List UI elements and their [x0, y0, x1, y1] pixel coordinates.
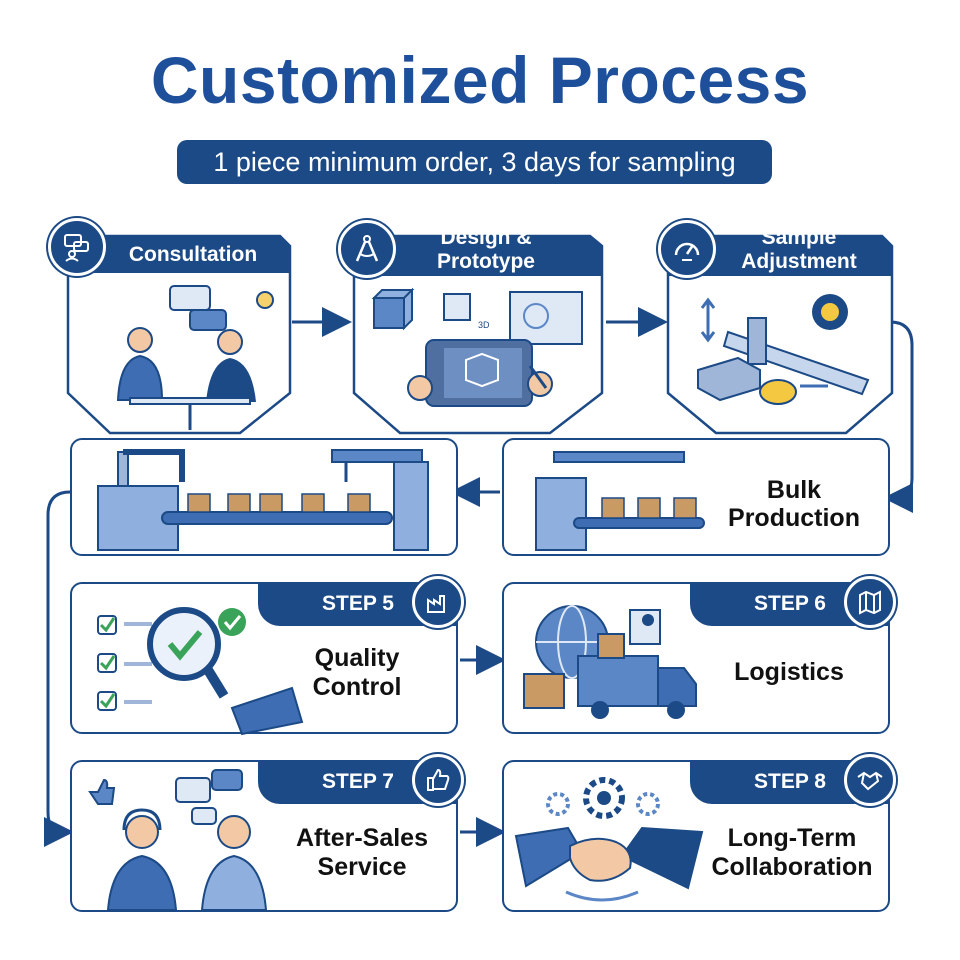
step-card-collaboration: STEP 8 Long-Term Collaboration	[502, 754, 896, 912]
handshake-icon	[844, 754, 896, 806]
step-label-line2: Production	[728, 504, 860, 532]
thumbs-up-icon	[412, 754, 464, 806]
step-card-quality-control: STEP 5 Quality Control	[70, 576, 464, 736]
support-illustration	[88, 769, 268, 911]
factory-icon	[412, 576, 464, 628]
map-icon	[844, 576, 896, 628]
handshake-illustration	[514, 777, 704, 902]
step-card-after-sales: STEP 7 After-Sales Service	[70, 754, 464, 912]
factory-icon	[535, 451, 705, 551]
factory-illustration	[97, 449, 429, 551]
page-title: Customized Process	[150, 43, 810, 117]
step-label-line1: Long-Term	[727, 824, 857, 852]
step-label-line1: After-Sales	[296, 824, 428, 852]
compass-icon	[338, 220, 396, 278]
step-label-line1: Bulk	[766, 476, 822, 504]
step-card-sample-adjustment: Sample Adjustment	[654, 218, 898, 440]
magnifier-illustration	[97, 607, 304, 736]
step-label: Consultation	[128, 243, 258, 266]
production-line-card	[70, 438, 458, 556]
consultation-illustration	[116, 285, 274, 430]
step-card-consultation: Consultation	[48, 218, 296, 440]
step-label-line2: Service	[317, 853, 407, 881]
label-3d: 3D	[478, 320, 490, 330]
caliper-illustration	[697, 294, 870, 405]
step-card-design-prototype: Design & Prototype 3D	[338, 218, 606, 440]
arrow-to-step7	[43, 490, 74, 847]
step-card-bulk-production: Bulk Production	[502, 438, 890, 556]
step-label-line2: Prototype	[436, 250, 535, 273]
chat-icon	[48, 218, 106, 276]
truck-illustration	[523, 605, 697, 719]
step-label-line1: Sample	[761, 226, 837, 249]
step-card-logistics: STEP 6 Logistics	[502, 576, 896, 734]
step-label-line2: Collaboration	[711, 853, 873, 881]
step-label-line2: Adjustment	[741, 250, 857, 273]
subtitle-banner: 1 piece minimum order, 3 days for sampli…	[177, 140, 772, 184]
step-label: Logistics	[734, 658, 844, 686]
design-illustration: 3D	[371, 287, 583, 407]
step-label-line1: Design &	[440, 226, 532, 249]
step-label-line1: Quality	[314, 644, 400, 672]
step-label-line2: Control	[312, 673, 402, 701]
gauge-icon	[658, 220, 716, 278]
